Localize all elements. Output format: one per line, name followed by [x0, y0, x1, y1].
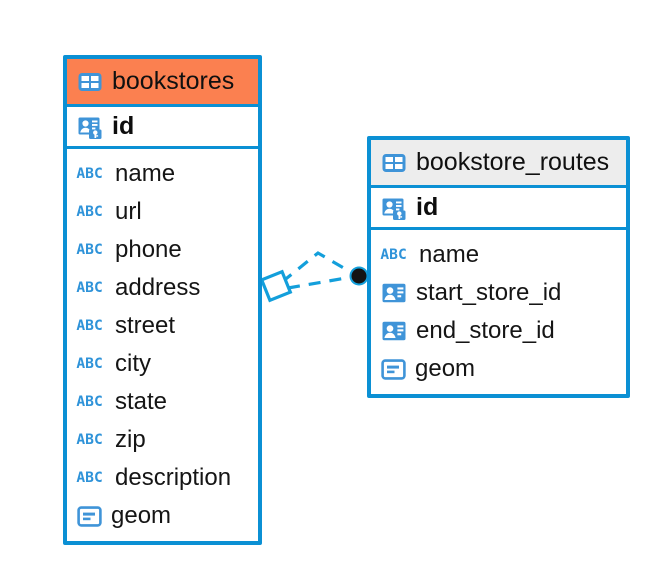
text-abc-icon: ABC [76, 242, 103, 258]
field-row-name[interactable]: ABC name [371, 236, 626, 274]
text-abc-icon: ABC [76, 356, 103, 372]
field-label: name [115, 160, 176, 187]
field-label: geom [111, 502, 172, 529]
field-label: description [115, 464, 232, 491]
geometry-icon [77, 505, 102, 527]
field-label: end_store_id [416, 317, 555, 344]
text-abc-icon: ABC [76, 394, 103, 410]
table-icon [382, 153, 406, 172]
foreign-key-icon [382, 321, 406, 341]
field-list-bookstore-routes: ABC name start_store_id [371, 230, 626, 396]
field-row-city[interactable]: ABC city [67, 345, 258, 383]
text-abc-icon: ABC [76, 280, 103, 296]
primary-key-row-bookstore-routes[interactable]: id [371, 185, 626, 230]
field-row-zip[interactable]: ABC zip [67, 421, 258, 459]
field-row-name[interactable]: ABC name [67, 155, 258, 193]
field-row-start-store-id[interactable]: start_store_id [371, 274, 626, 312]
relationship-line-lower [287, 275, 353, 290]
primary-key-icon [78, 117, 102, 139]
field-row-description[interactable]: ABC description [67, 459, 258, 497]
entity-title: bookstores [112, 67, 235, 95]
primary-key-icon [382, 198, 406, 220]
entity-bookstore-routes[interactable]: bookstore_routes id ABC name [367, 136, 630, 398]
field-label: address [115, 274, 201, 301]
field-row-geom[interactable]: geom [371, 350, 626, 388]
entity-title: bookstore_routes [416, 148, 610, 176]
text-abc-icon: ABC [76, 470, 103, 486]
field-list-bookstores: ABC name ABC url ABC phone ABC address A… [67, 149, 258, 543]
diamond-marker [259, 269, 293, 303]
field-row-phone[interactable]: ABC phone [67, 231, 258, 269]
field-label: state [115, 388, 168, 415]
primary-key-label: id [416, 193, 439, 221]
geometry-icon [381, 358, 406, 380]
entity-header-bookstores[interactable]: bookstores [67, 59, 258, 104]
entity-bookstores[interactable]: bookstores id ABC name [63, 55, 262, 545]
field-label: phone [115, 236, 182, 263]
field-row-state[interactable]: ABC state [67, 383, 258, 421]
primary-key-label: id [112, 112, 135, 140]
text-abc-icon: ABC [380, 247, 407, 263]
field-row-street[interactable]: ABC street [67, 307, 258, 345]
text-abc-icon: ABC [76, 166, 103, 182]
foreign-key-icon [382, 283, 406, 303]
text-abc-icon: ABC [76, 318, 103, 334]
field-row-url[interactable]: ABC url [67, 193, 258, 231]
entity-header-bookstore-routes[interactable]: bookstore_routes [371, 140, 626, 185]
field-label: url [115, 198, 142, 225]
table-icon [78, 72, 102, 91]
field-label: street [115, 312, 176, 339]
primary-key-row-bookstores[interactable]: id [67, 104, 258, 149]
field-row-geom[interactable]: geom [67, 497, 258, 535]
relationship-line-upper [280, 251, 355, 284]
filled-circle-marker [349, 266, 369, 286]
field-label: zip [115, 426, 146, 453]
field-row-address[interactable]: ABC address [67, 269, 258, 307]
field-label: start_store_id [416, 279, 562, 306]
field-label: city [115, 350, 151, 377]
text-abc-icon: ABC [76, 204, 103, 220]
field-row-end-store-id[interactable]: end_store_id [371, 312, 626, 350]
field-label: geom [415, 355, 476, 382]
text-abc-icon: ABC [76, 432, 103, 448]
field-label: name [419, 241, 480, 268]
